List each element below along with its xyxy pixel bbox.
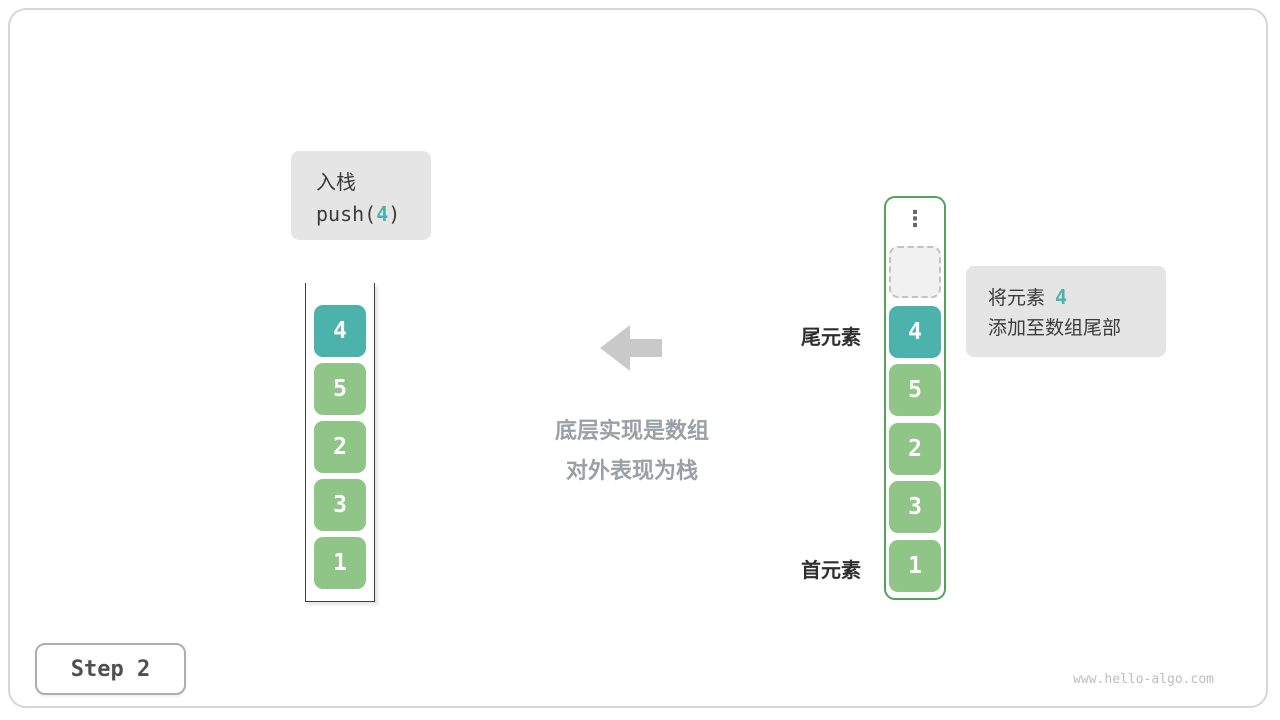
code-prefix: push( (316, 201, 377, 226)
stack-container: 4 5 2 3 1 (305, 283, 375, 602)
callout-line-2: 添加至数组尾部 (988, 317, 1122, 339)
callout-text: 将元素 (988, 287, 1046, 309)
array-cell: 1 (889, 540, 941, 592)
push-operation-code: push(4) (316, 202, 431, 226)
step-badge: Step 2 (35, 643, 186, 695)
stack-cell: 5 (314, 363, 366, 415)
stack-cell: 1 (314, 537, 366, 589)
stack-cell: 2 (314, 421, 366, 473)
stack-cell: 4 (314, 305, 366, 357)
ellipsis-icon: ⋮ (904, 207, 926, 232)
push-operation-title: 入栈 (316, 169, 356, 194)
push-operation-box: 入栈 push(4) (291, 151, 431, 240)
stack-cell: 3 (314, 479, 366, 531)
head-element-label: 首元素 (801, 558, 861, 582)
left-arrow-icon (600, 325, 662, 371)
empty-slot (889, 246, 941, 298)
pushed-value: 4 (376, 201, 389, 226)
caption: 底层实现是数组 对外表现为栈 (482, 412, 782, 492)
array-container: ⋮ 4 5 2 3 1 (884, 196, 946, 600)
outer-frame (8, 8, 1268, 708)
tail-element-label: 尾元素 (801, 325, 861, 349)
array-cell: 5 (889, 364, 941, 416)
array-cell: 3 (889, 481, 941, 533)
callout-box: 将元素 4 添加至数组尾部 (966, 266, 1166, 357)
array-cell: 2 (889, 423, 941, 475)
callout-line-1: 将元素 4 (988, 282, 1166, 313)
array-cell: 4 (889, 306, 941, 358)
callout-value: 4 (1055, 285, 1068, 309)
code-suffix: ) (388, 201, 401, 226)
caption-line-2: 对外表现为栈 (565, 459, 698, 484)
caption-line-1: 底层实现是数组 (554, 419, 709, 444)
watermark: www.hello-algo.com (1073, 672, 1214, 687)
